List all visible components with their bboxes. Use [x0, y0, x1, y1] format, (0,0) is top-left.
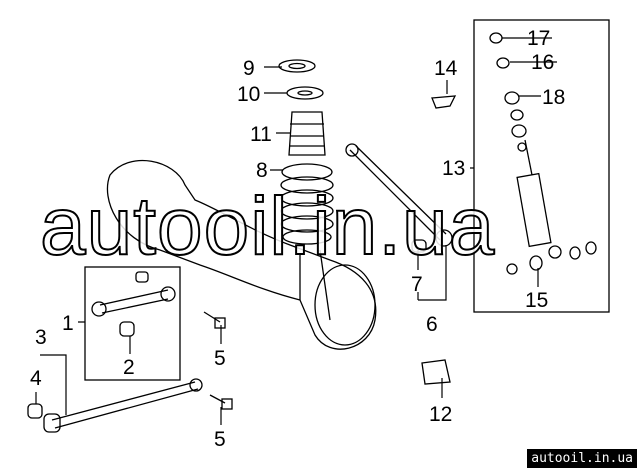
callout-13: 13 [442, 157, 465, 180]
bracket-12 [421, 359, 451, 385]
group-box-13 [473, 19, 610, 313]
callout-2: 2 [123, 356, 135, 379]
coil-spring-8 [280, 163, 334, 245]
upper-control-arm [91, 271, 176, 337]
callout-14: 14 [434, 57, 458, 80]
group-box-1 [84, 266, 181, 381]
axle-housing [106, 159, 377, 350]
leader-lines [35, 37, 557, 425]
callout-17: 17 [527, 27, 550, 50]
spring-seat-10 [286, 86, 324, 100]
bump-stop-11 [288, 111, 326, 156]
shock-parts [489, 32, 597, 275]
bolt-5-lower [209, 394, 233, 410]
shock-absorber [516, 139, 552, 248]
callout-15: 15 [525, 289, 548, 312]
callout-7: 7 [411, 273, 423, 296]
site-badge: autooil.in.ua [527, 449, 637, 468]
callout-5b: 5 [214, 428, 226, 451]
callout-9: 9 [243, 57, 255, 80]
bolt-5-upper [203, 311, 226, 329]
callout-10: 10 [237, 83, 260, 106]
lower-control-arm [27, 378, 203, 433]
callout-8: 8 [256, 159, 268, 182]
watermark: autooil.in.ua [39, 181, 496, 272]
callout-18: 18 [542, 86, 565, 109]
bracket-14 [431, 95, 457, 109]
callout-11: 11 [250, 123, 272, 146]
callout-1: 1 [62, 312, 74, 335]
callout-5a: 5 [214, 347, 226, 370]
bushing-7 [411, 239, 427, 253]
callout-3: 3 [35, 326, 47, 349]
callout-4: 4 [30, 367, 42, 390]
callout-labels: 1 2 3 4 5 5 6 7 8 9 10 11 12 13 14 15 16… [30, 27, 565, 451]
lateral-rod-6 [345, 143, 453, 247]
insulator-9 [278, 59, 316, 73]
callout-16: 16 [531, 51, 554, 74]
callout-12: 12 [429, 403, 452, 426]
callout-6: 6 [426, 313, 438, 336]
